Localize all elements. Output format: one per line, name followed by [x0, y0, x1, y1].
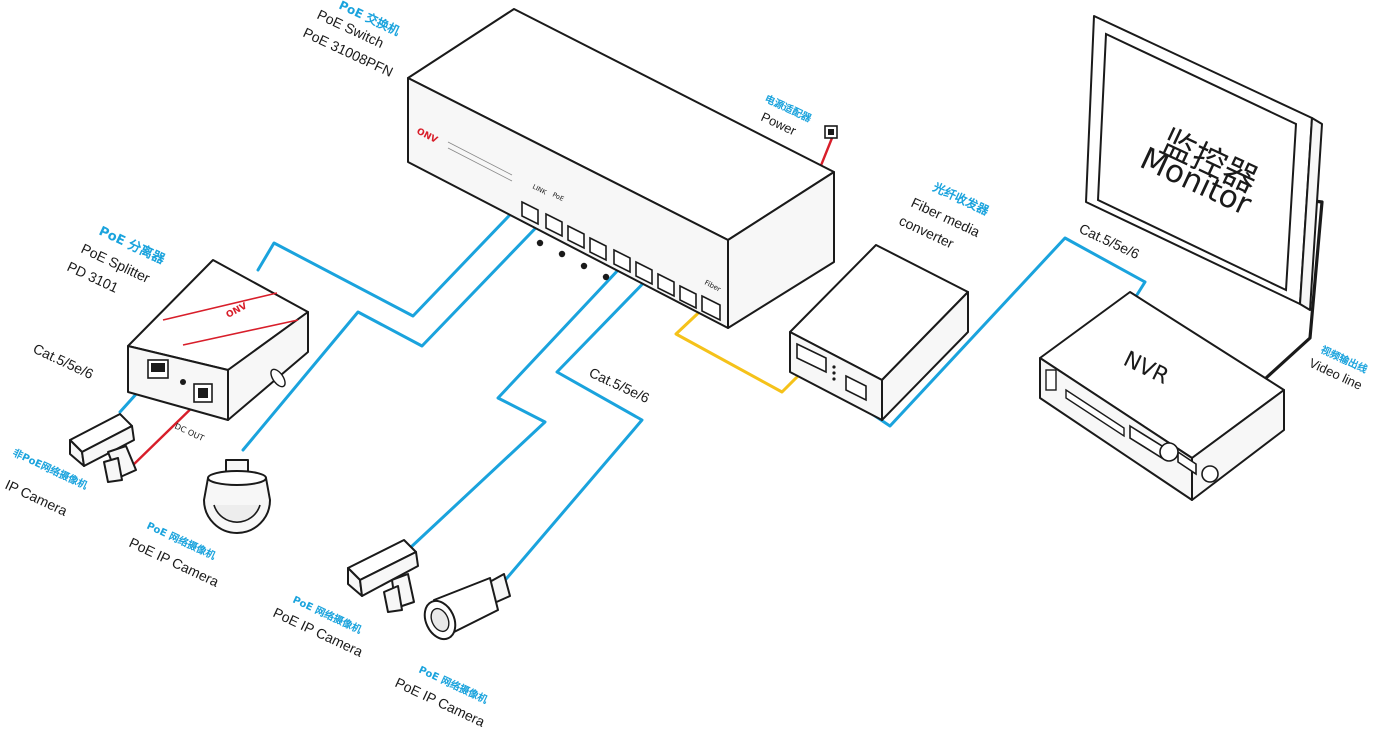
nvr-buttons [1129, 424, 1197, 476]
poe-bullet-camera [423, 573, 511, 641]
switch-fiber-port[interactable] [701, 294, 721, 322]
cable-label-middle: Cat.5/5e/6 [587, 364, 653, 406]
switch-port-8[interactable] [679, 284, 697, 310]
poe-dome-camera [203, 459, 271, 534]
poe-splitter: ONV [127, 259, 309, 421]
switch-port-2[interactable] [545, 212, 563, 238]
converter-ethernet-port[interactable] [845, 374, 867, 402]
splitter-dc-out-label: DC OUT [173, 422, 205, 443]
switch-port-4[interactable] [589, 236, 607, 262]
switch-model-text [447, 141, 513, 182]
switch-port-3[interactable] [567, 224, 585, 250]
cable-switch-to-dome-camera [241, 208, 555, 452]
switch-led-dots [536, 239, 610, 281]
switch-port-5[interactable] [613, 248, 631, 274]
splitter-indicator [180, 379, 186, 385]
switch-port-1[interactable] [521, 200, 539, 226]
ip-camera-non-poe [69, 413, 137, 483]
ip-camera-label-en: IP Camera [3, 476, 70, 519]
nvr: NVR [1039, 291, 1285, 501]
cable-switch-to-bullet-camera [493, 264, 662, 594]
cable-label-left: Cat.5/5e/6 [31, 340, 97, 382]
fiber-media-converter [789, 244, 969, 421]
cable-switch-to-box-camera [408, 250, 637, 550]
cable-switch-to-splitter [256, 195, 529, 318]
cable-fiber-switch-to-converter [674, 300, 808, 394]
monitor: 监控器 Monitor [1085, 15, 1323, 311]
nvr-knob[interactable] [1159, 442, 1179, 462]
poe-switch: ONV LINK PoE Fiber [407, 8, 835, 329]
converter-fiber-port[interactable] [796, 342, 827, 374]
switch-port-6[interactable] [635, 260, 653, 286]
power-adapter [824, 125, 838, 139]
switch-port-7[interactable] [657, 272, 675, 298]
poe-box-camera [347, 539, 419, 613]
cable-label-right: Cat.5/5e/6 [1077, 220, 1143, 262]
switch-ports [521, 200, 697, 310]
